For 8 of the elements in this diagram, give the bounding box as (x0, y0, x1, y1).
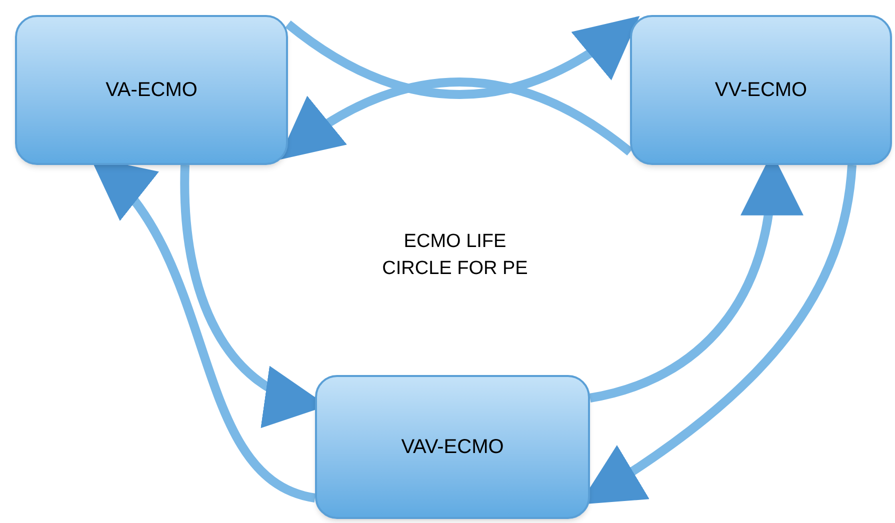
box-label: VA-ECMO (106, 78, 198, 103)
process-box (630, 15, 892, 165)
center-label: ECMO LIFE CIRCLE FOR PE (381, 230, 529, 281)
process-box (315, 375, 590, 519)
box-label: VV-ECMO (714, 78, 808, 103)
box-label: VAV-ECMO (401, 435, 504, 460)
process-box (15, 15, 288, 165)
curved-arrow (285, 16, 640, 99)
